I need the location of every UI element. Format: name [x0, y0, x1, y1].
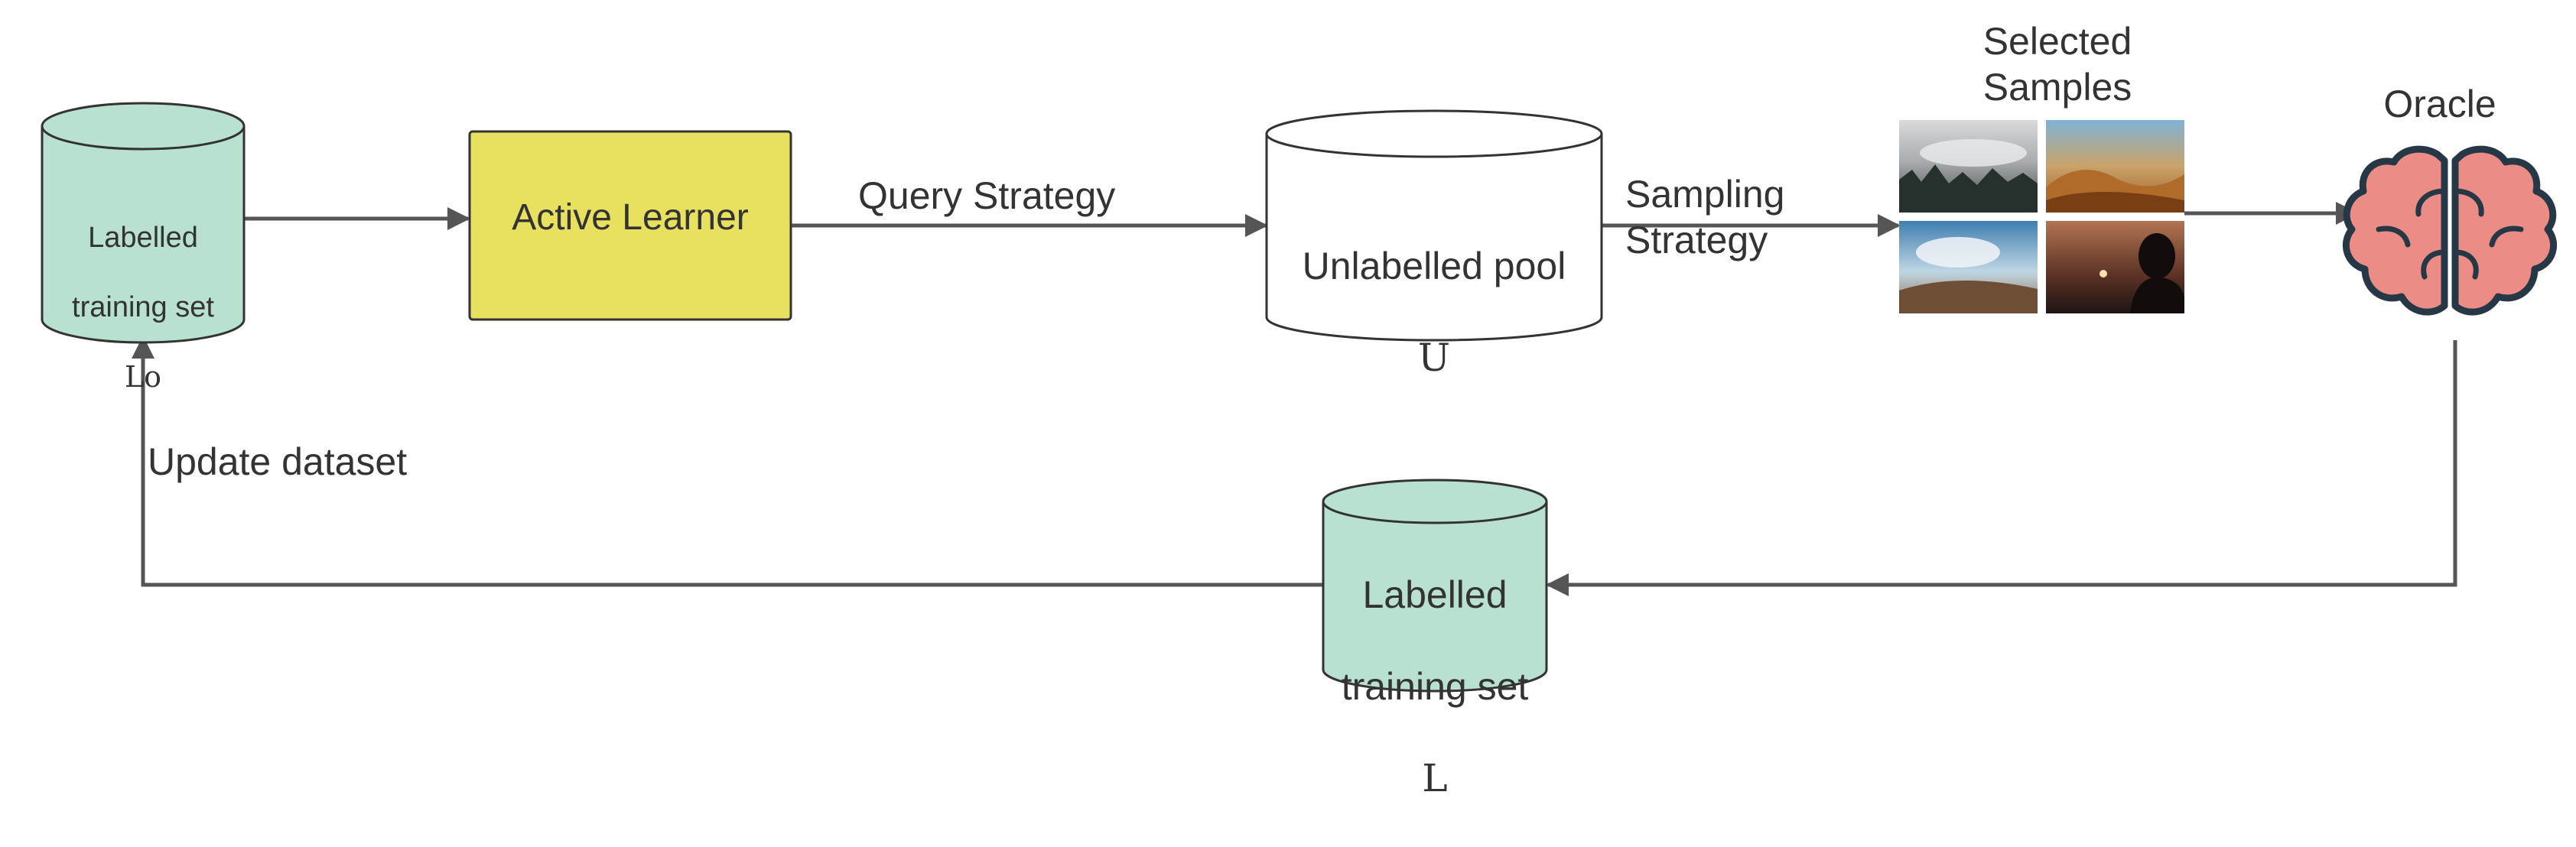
unlabelled-pool-title: Unlabelled pool [1302, 245, 1566, 287]
labelled-set-line1: Labelled [1362, 573, 1508, 616]
edge-labelled-to-initial [132, 336, 1323, 587]
labelled-set-cylinder [1322, 479, 1548, 693]
oracle-title: Oracle [2383, 83, 2496, 125]
update-dataset-label: Update dataset [148, 440, 408, 483]
labelled-set-label: Labelled training set L [1323, 526, 1547, 847]
selected-samples-title: Selected Samples [1982, 20, 2132, 109]
edge-oracle-to-labelled [1546, 340, 2457, 596]
sampling-strategy-label: Sampling Strategy [1625, 173, 1785, 261]
initial-set-line2: training set [72, 290, 214, 323]
active-learner-box [468, 130, 792, 321]
selected-samples-grid [1899, 120, 2184, 313]
sample-image-misty-forest [1899, 120, 2038, 213]
initial-set-label: Labelled training set Lo [42, 186, 244, 430]
brain-icon [2342, 145, 2558, 316]
sample-image-sunset-silhouette [2046, 221, 2184, 313]
unlabelled-pool-label: Unlabelled pool U [1267, 197, 1602, 427]
initial-set-line1: Labelled [88, 221, 198, 254]
query-strategy-label: Query Strategy [858, 174, 1116, 217]
unlabelled-pool-cylinder [1265, 109, 1603, 342]
labelled-set-symbol: L [1422, 756, 1448, 800]
active-learning-diagram [41, 102, 2558, 693]
sample-image-cloudy-sky [1899, 221, 2038, 313]
initial-labelled-set-cylinder [41, 102, 246, 344]
labelled-set-line2: training set [1341, 665, 1529, 708]
sample-image-desert-dunes [2046, 120, 2184, 213]
active-learner-label: Active Learner [512, 197, 749, 238]
unlabelled-pool-symbol: U [1417, 336, 1451, 380]
initial-set-symbol: Lo [124, 359, 162, 394]
